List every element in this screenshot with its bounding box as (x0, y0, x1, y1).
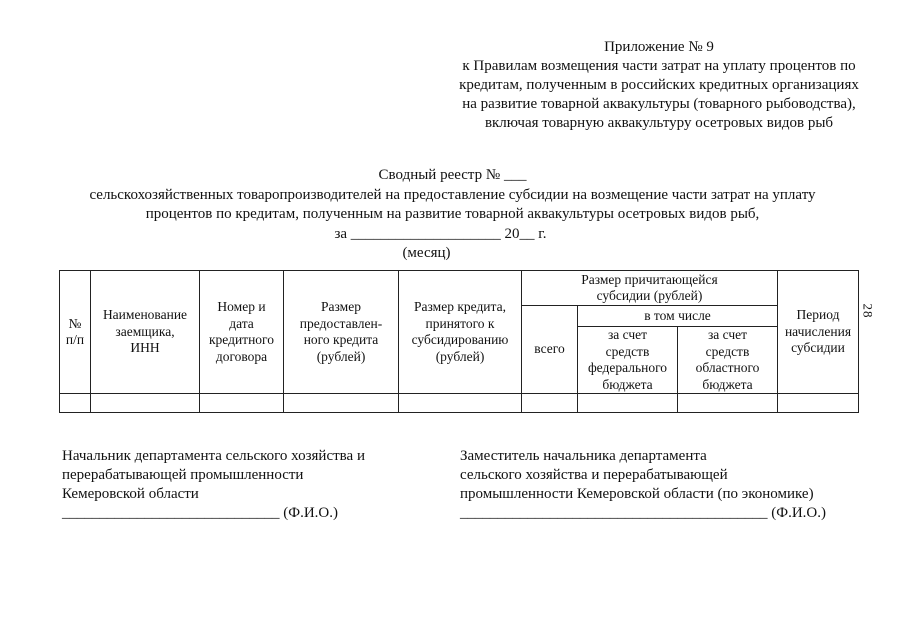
col-header-total: всего (521, 305, 578, 394)
signature-title-line: Кемеровской области (62, 486, 199, 502)
signature-fill-line: ________________________________________… (460, 505, 827, 521)
table-cell (59, 393, 91, 413)
col-header-row-number: № п/п (59, 270, 91, 394)
table-cell (398, 393, 522, 413)
col-header-borrower: Наименование заемщика, ИНН (90, 270, 200, 394)
appendix-note-line: на развитие товарной аквакультуры (товар… (462, 96, 856, 112)
table-cell (90, 393, 200, 413)
appendix-note-line: включая товарную аквакультуру осетровых … (484, 115, 834, 131)
title-line: процентов по кредитам, полученным на раз… (145, 206, 760, 222)
document-title: Сводный реестр № ___ сельскохозяйственны… (40, 166, 865, 264)
signature-title-line: Начальник департамента сельского хозяйст… (62, 448, 365, 464)
signature-fill-line: _____________________________ (Ф.И.О.) (62, 505, 339, 521)
appendix-note: Приложение № 9 к Правилам возмещения час… (452, 38, 866, 133)
signature-title-line: Заместитель начальника департамента (460, 448, 707, 464)
signature-title-line: промышленности Кемеровской области (по э… (460, 486, 814, 502)
signature-block-deputy: Заместитель начальника департамента сель… (460, 447, 865, 523)
appendix-note-line: Приложение № 9 (604, 39, 714, 55)
signature-title-line: сельского хозяйства и перерабатывающей (460, 467, 728, 483)
col-header-contract: Номер и дата кредитного договора (199, 270, 284, 394)
signature-title-line: перерабатывающей промышленности (62, 467, 304, 483)
col-header-including: в том числе (577, 305, 778, 327)
table-cell (577, 393, 678, 413)
col-header-credit-accepted: Размер кредита, принятого к субсидирован… (398, 270, 522, 394)
table-cell (521, 393, 578, 413)
col-header-federal-budget: за счет средств федерального бюджета (577, 326, 678, 394)
table-cell (283, 393, 399, 413)
title-line: сельскохозяйственных товаропроизводителе… (89, 186, 816, 203)
col-header-credit-size: Размер предоставлен- ного кредита (рубле… (283, 270, 399, 394)
appendix-note-line: кредитам, полученным в российских кредит… (459, 77, 859, 93)
title-period-blank: за ____________________ 20__ г. (334, 225, 547, 242)
col-header-regional-budget: за счет средств областного бюджета (677, 326, 778, 394)
title-registry-number: Сводный реестр № ___ (378, 167, 527, 183)
col-header-period: Период начисления субсидии (777, 270, 859, 394)
title-month-caption: (месяц) (402, 245, 451, 261)
table-cell (777, 393, 859, 413)
table-row (59, 393, 859, 413)
page-number: 28 (860, 303, 876, 319)
subsidy-register-table: № п/п Наименование заемщика, ИНН Номер и… (59, 270, 859, 413)
appendix-note-line: к Правилам возмещения части затрат на уп… (462, 58, 856, 74)
table-cell (677, 393, 778, 413)
col-header-subsidy-group: Размер причитающейся субсидии (рублей) (521, 270, 778, 306)
table-cell (199, 393, 284, 413)
signature-block-head: Начальник департамента сельского хозяйст… (62, 447, 457, 523)
